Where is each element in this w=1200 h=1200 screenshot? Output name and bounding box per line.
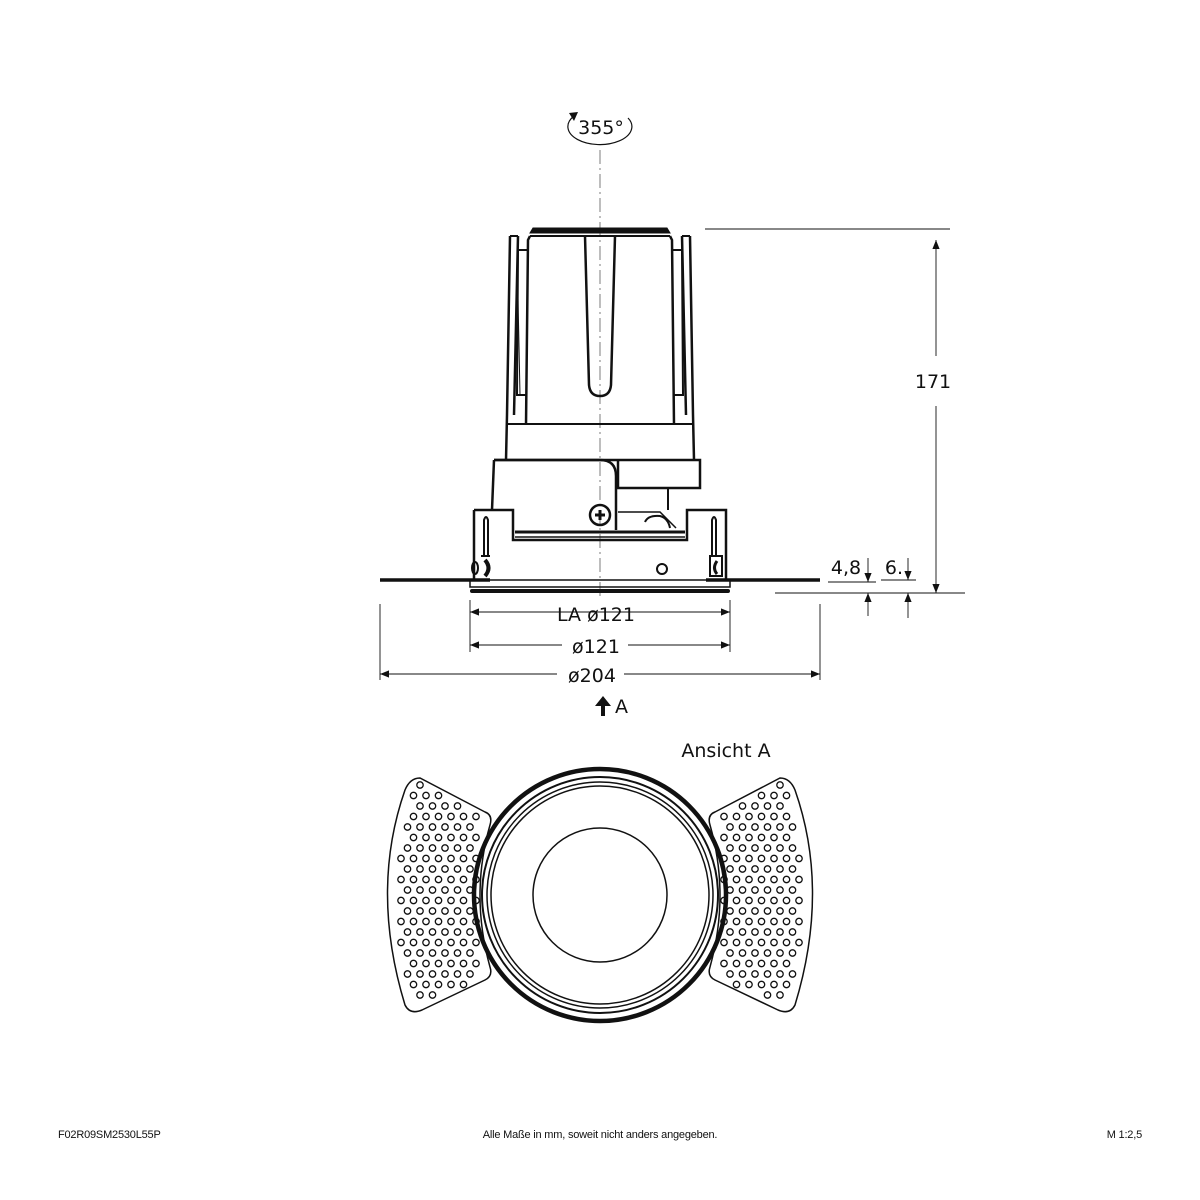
dim-6-label: 6.	[885, 557, 903, 579]
screw-icon	[588, 503, 612, 527]
rotation-label: 355°	[578, 117, 624, 139]
dim-4-8-label: 4,8	[831, 557, 861, 579]
outer-ring	[471, 766, 729, 1024]
rotation-arc-icon	[567, 115, 633, 146]
height-dimension	[705, 228, 965, 594]
la-diameter-label: LA ø121	[557, 604, 635, 626]
view-arrow-label: A	[615, 696, 628, 718]
rotation-indicator: 355°	[567, 112, 633, 146]
lens-opening	[532, 827, 668, 963]
flange-dimensions	[828, 558, 916, 618]
left-wing-perforations	[397, 781, 480, 999]
hole-icon	[656, 563, 668, 575]
diameter-dimensions	[379, 600, 821, 680]
diameter-121-label: ø121	[572, 636, 620, 658]
view-title: Ansicht A	[681, 740, 770, 762]
right-spring-wing	[708, 777, 814, 1013]
height-label: 171	[915, 371, 951, 393]
scale-label: M 1:2,5	[1106, 1129, 1142, 1141]
side-view	[380, 227, 820, 593]
article-number: F02R09SM2530L55P	[58, 1129, 161, 1141]
right-wing-perforations	[720, 781, 803, 999]
left-spring-wing	[386, 777, 492, 1013]
rotation-arrow-icon	[569, 112, 578, 121]
front-view	[386, 766, 814, 1024]
arrow-up-icon	[595, 696, 611, 716]
dimensions-note: Alle Maße in mm, soweit nicht anders ang…	[482, 1129, 718, 1141]
view-arrow: A	[595, 696, 628, 718]
top-cap	[529, 227, 671, 234]
diameter-204-label: ø204	[568, 665, 616, 687]
